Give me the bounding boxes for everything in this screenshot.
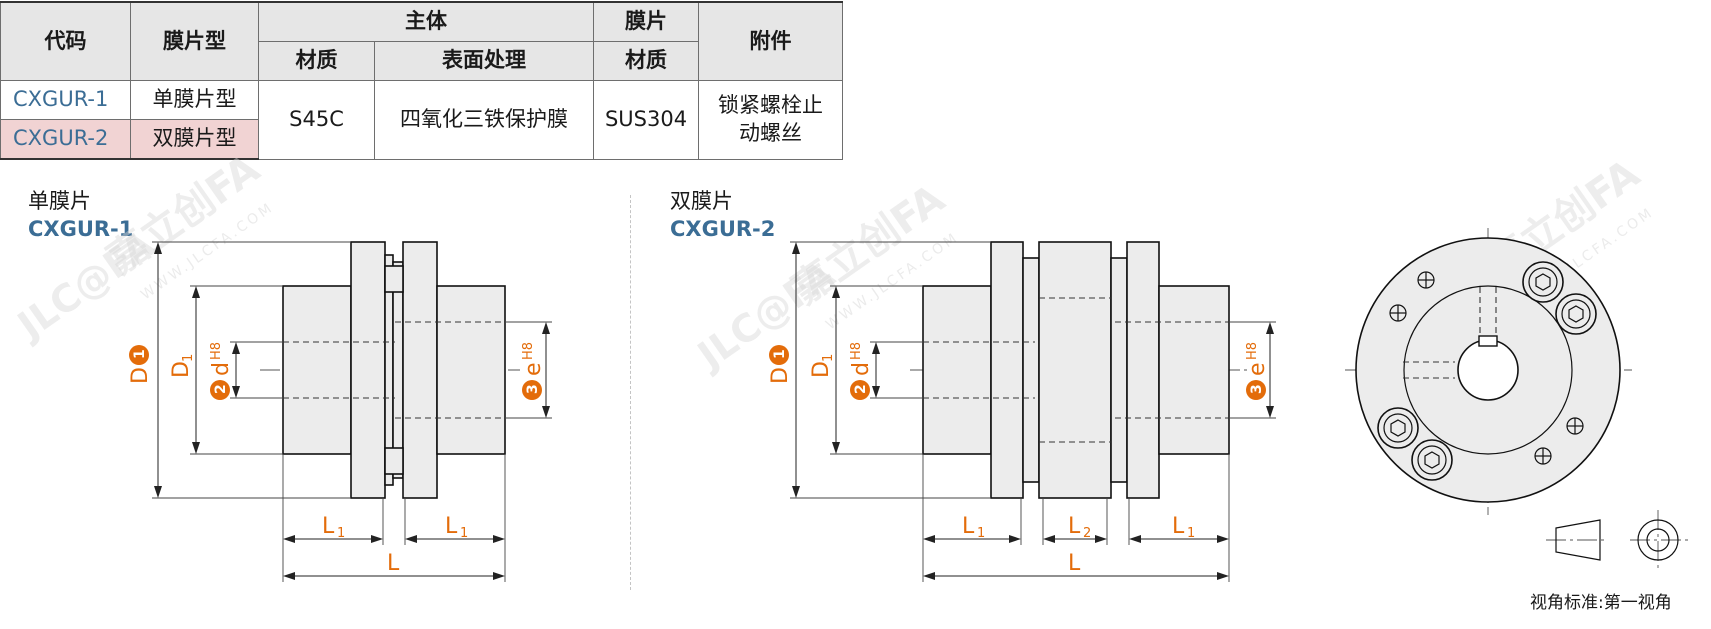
dim-L: L bbox=[1068, 551, 1081, 576]
cell-code: CXGUR-2 bbox=[0, 119, 131, 160]
cell-film-type: 单膜片型 bbox=[130, 80, 259, 120]
dim-L1: L bbox=[322, 514, 335, 539]
diaphragm-pack bbox=[1022, 257, 1040, 483]
hub-right bbox=[1158, 285, 1230, 455]
cell-code: CXGUR-1 bbox=[0, 80, 131, 120]
coupling-end-view bbox=[1345, 228, 1632, 515]
cell-film-material: SUS304 bbox=[593, 80, 699, 160]
badge-2: 2 bbox=[853, 384, 869, 394]
bolt-head bbox=[1522, 261, 1564, 303]
dim-d-tol: H8 bbox=[209, 342, 224, 360]
badge-2: 2 bbox=[213, 384, 229, 394]
dim-d: d bbox=[849, 362, 874, 376]
dim-L2: L bbox=[1068, 514, 1081, 539]
flange-right bbox=[1126, 241, 1160, 499]
hdr-surface: 表面处理 bbox=[374, 41, 594, 81]
hub-left bbox=[922, 285, 992, 455]
caption-single-model: CXGUR-1 bbox=[28, 217, 134, 241]
dim-L1-sub: 1 bbox=[460, 526, 468, 541]
caption-single: 单膜片 CXGUR-1 bbox=[28, 187, 133, 243]
bolt-head bbox=[1377, 407, 1419, 449]
table-row: CXGUR-2 双膜片型 bbox=[0, 119, 843, 160]
bolt-head bbox=[1555, 293, 1597, 335]
hdr-material: 材质 bbox=[258, 41, 375, 81]
cell-accessory: 锁紧螺栓止动螺丝 bbox=[698, 80, 843, 160]
cell-surface: 四氧化三铁保护膜 bbox=[374, 80, 594, 160]
caption-double-title: 双膜片 bbox=[670, 189, 733, 213]
dim-L1: L bbox=[1172, 514, 1185, 539]
dim-e: e bbox=[521, 362, 546, 376]
dim-e-tol: H8 bbox=[521, 342, 536, 360]
cell-material: S45C bbox=[258, 80, 375, 160]
single-coupling-side-view: D 1 D 1 2 d H8 3 e H8 L 1 L 1 L bbox=[128, 241, 552, 582]
first-angle-projection-symbol bbox=[1546, 510, 1688, 572]
bolt-hole bbox=[1534, 447, 1552, 465]
cell-film-type: 双膜片型 bbox=[130, 119, 259, 160]
hub-left bbox=[282, 285, 352, 455]
dim-e-tol: H8 bbox=[1245, 342, 1260, 360]
dim-L1: L bbox=[445, 514, 458, 539]
dim-L1-sub: 1 bbox=[337, 526, 345, 541]
caption-double: 双膜片 CXGUR-2 bbox=[670, 187, 775, 243]
flange-right bbox=[402, 241, 438, 499]
bolt-hole bbox=[1389, 304, 1407, 322]
dim-L1-sub: 1 bbox=[1187, 526, 1195, 541]
dim-d-tol: H8 bbox=[849, 342, 864, 360]
table-row: CXGUR-1 单膜片型 S45C 四氧化三铁保护膜 SUS304 锁紧螺栓止动… bbox=[0, 80, 843, 160]
bolt-head bbox=[1411, 439, 1453, 481]
dim-D: D bbox=[128, 367, 153, 384]
hdr-film: 膜片 bbox=[593, 1, 699, 42]
double-coupling-side-view: D 1 D 1 2 d H8 3 e H8 L 1 L 2 L 1 L bbox=[768, 241, 1276, 582]
badge-1: 1 bbox=[772, 349, 788, 359]
hdr-code: 代码 bbox=[0, 1, 131, 81]
dim-L2-sub: 2 bbox=[1083, 526, 1091, 541]
dim-D1-sub: 1 bbox=[181, 354, 196, 362]
spacer bbox=[1038, 241, 1112, 499]
bolt-hole bbox=[1417, 271, 1435, 289]
bore bbox=[1457, 339, 1519, 401]
dim-L1-sub: 1 bbox=[977, 526, 985, 541]
flange-left bbox=[990, 241, 1024, 499]
dim-L: L bbox=[387, 551, 400, 576]
badge-3: 3 bbox=[1249, 384, 1265, 394]
diaphragm-pack bbox=[1110, 257, 1128, 483]
keyway bbox=[1478, 335, 1498, 347]
dim-d: d bbox=[209, 362, 234, 376]
dim-D: D bbox=[768, 367, 793, 384]
dim-D1: D bbox=[169, 361, 194, 378]
hub-right bbox=[436, 285, 506, 455]
hdr-film-material: 材质 bbox=[593, 41, 699, 81]
flange-left bbox=[350, 241, 386, 499]
caption-single-title: 单膜片 bbox=[28, 189, 91, 213]
hdr-accessory: 附件 bbox=[698, 1, 843, 81]
caption-double-model: CXGUR-2 bbox=[670, 217, 776, 241]
spec-table: 代码 膜片型 主体 膜片 附件 材质 表面处理 材质 CXGUR-1 单膜片型 … bbox=[0, 1, 843, 160]
dim-e: e bbox=[1245, 362, 1270, 376]
dim-L1: L bbox=[962, 514, 975, 539]
badge-1: 1 bbox=[132, 349, 148, 359]
view-standard-note: 视角标准:第一视角 bbox=[1530, 593, 1672, 613]
badge-3: 3 bbox=[525, 384, 541, 394]
dim-D1-sub: 1 bbox=[821, 354, 836, 362]
dim-D1: D bbox=[809, 361, 834, 378]
section-divider bbox=[630, 195, 631, 590]
bolt-hole bbox=[1566, 417, 1584, 435]
